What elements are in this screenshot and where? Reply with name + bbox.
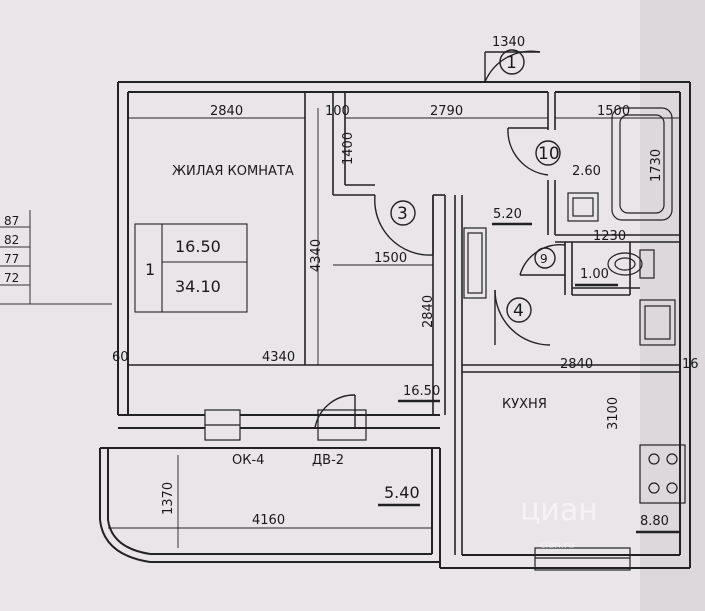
dim-right-small: 16 (682, 357, 699, 372)
dimension-lines (108, 108, 680, 548)
side-number-2: 82 (4, 233, 19, 247)
area-kitchen: 8.80 (640, 514, 669, 529)
door-9 (519, 244, 566, 276)
watermark-sub: cian.ru (540, 540, 574, 551)
bathroom-sink (567, 192, 599, 222)
dim-kitchen-width: 2840 (560, 357, 593, 372)
stove (639, 444, 686, 504)
dim-living-height: 4340 (309, 239, 324, 272)
area-living-bottom: 16.50 (403, 384, 440, 399)
dim-left-small: 60 (112, 350, 129, 365)
dim-hall-width: 1500 (374, 251, 407, 266)
dim-top-left: 2840 (210, 104, 243, 119)
dim-living-width-bottom: 4340 (262, 350, 295, 365)
balcony-door (314, 394, 356, 429)
living-window (204, 409, 367, 441)
door-4 (494, 289, 551, 346)
dim-top-mid: 2790 (430, 104, 463, 119)
total-area: 34.10 (175, 277, 221, 296)
window-label: ОК-4 (232, 453, 264, 468)
dim-hall-height: 2840 (421, 295, 436, 328)
door-label: ДВ-2 (312, 453, 344, 468)
side-number-table (0, 210, 112, 305)
marker-3: 3 (397, 204, 408, 224)
area-bathroom: 2.60 (572, 164, 601, 179)
marker-9: 9 (540, 252, 548, 266)
door-10 (507, 127, 561, 176)
side-number-3: 77 (4, 252, 19, 266)
dim-top-right: 1500 (597, 104, 630, 119)
area-toilet: 1.00 (580, 267, 609, 282)
marker-1: 1 (506, 53, 517, 73)
marker-4: 4 (513, 301, 524, 321)
door-3 (374, 194, 434, 256)
side-number-1: 87 (4, 214, 19, 228)
dim-loggia-width: 4160 (252, 513, 285, 528)
side-number-4: 72 (4, 271, 19, 285)
living-area: 16.50 (175, 237, 221, 256)
toilet-bowl (607, 249, 655, 279)
hall-cabinet (463, 227, 487, 299)
bed-sketch (134, 223, 248, 313)
dim-top-door: 1340 (492, 35, 525, 50)
dim-corridor-vert: 1400 (341, 132, 356, 165)
outer-walls (99, 81, 691, 569)
dim-bath-width: 1230 (593, 229, 626, 244)
area-hall: 5.20 (493, 207, 522, 222)
room-name-kitchen: КУХНЯ (502, 397, 547, 412)
kitchen-sink (639, 299, 676, 346)
room-name-living: ЖИЛАЯ КОМНАТА (172, 164, 294, 179)
area-loggia: 5.40 (384, 483, 420, 502)
dim-bath-height: 1730 (649, 149, 664, 182)
entrance-door (484, 49, 541, 83)
watermark-brand: циан (520, 493, 598, 528)
marker-10: 10 (538, 144, 560, 164)
bathtub (611, 107, 673, 221)
dim-corridor-short: 100 (325, 104, 350, 119)
dim-loggia-height: 1370 (161, 482, 176, 515)
dim-kitchen-height: 3100 (606, 397, 621, 430)
kitchen-window (534, 547, 631, 571)
apartment-rooms: 1 (145, 260, 155, 279)
